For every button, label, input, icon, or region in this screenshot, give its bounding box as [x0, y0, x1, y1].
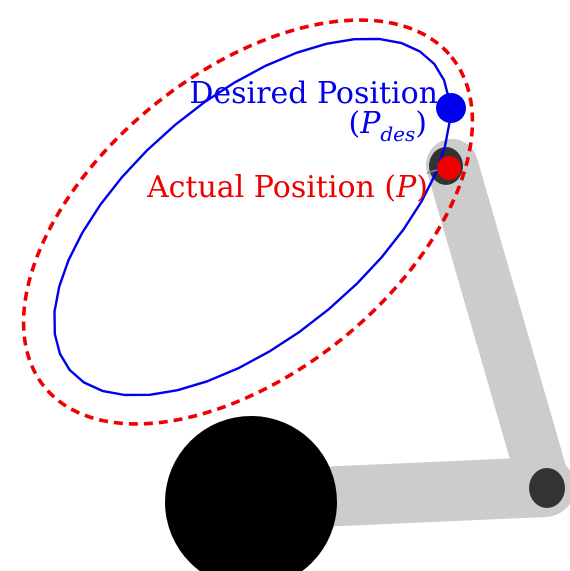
actual-position-label: Actual Position (P) — [146, 170, 428, 205]
actual-trajectory — [21, 18, 475, 426]
desired-trajectory — [53, 37, 451, 397]
base-joint — [165, 416, 337, 571]
elbow-joint — [529, 468, 565, 508]
desired-position-marker — [436, 93, 466, 123]
actual-position-marker — [437, 156, 461, 180]
desired-position-symbol: (Pdes) — [348, 106, 427, 146]
desired-position-label: Desired Position — [189, 76, 438, 111]
pointer-line — [426, 169, 438, 174]
forearm-link — [426, 139, 570, 513]
